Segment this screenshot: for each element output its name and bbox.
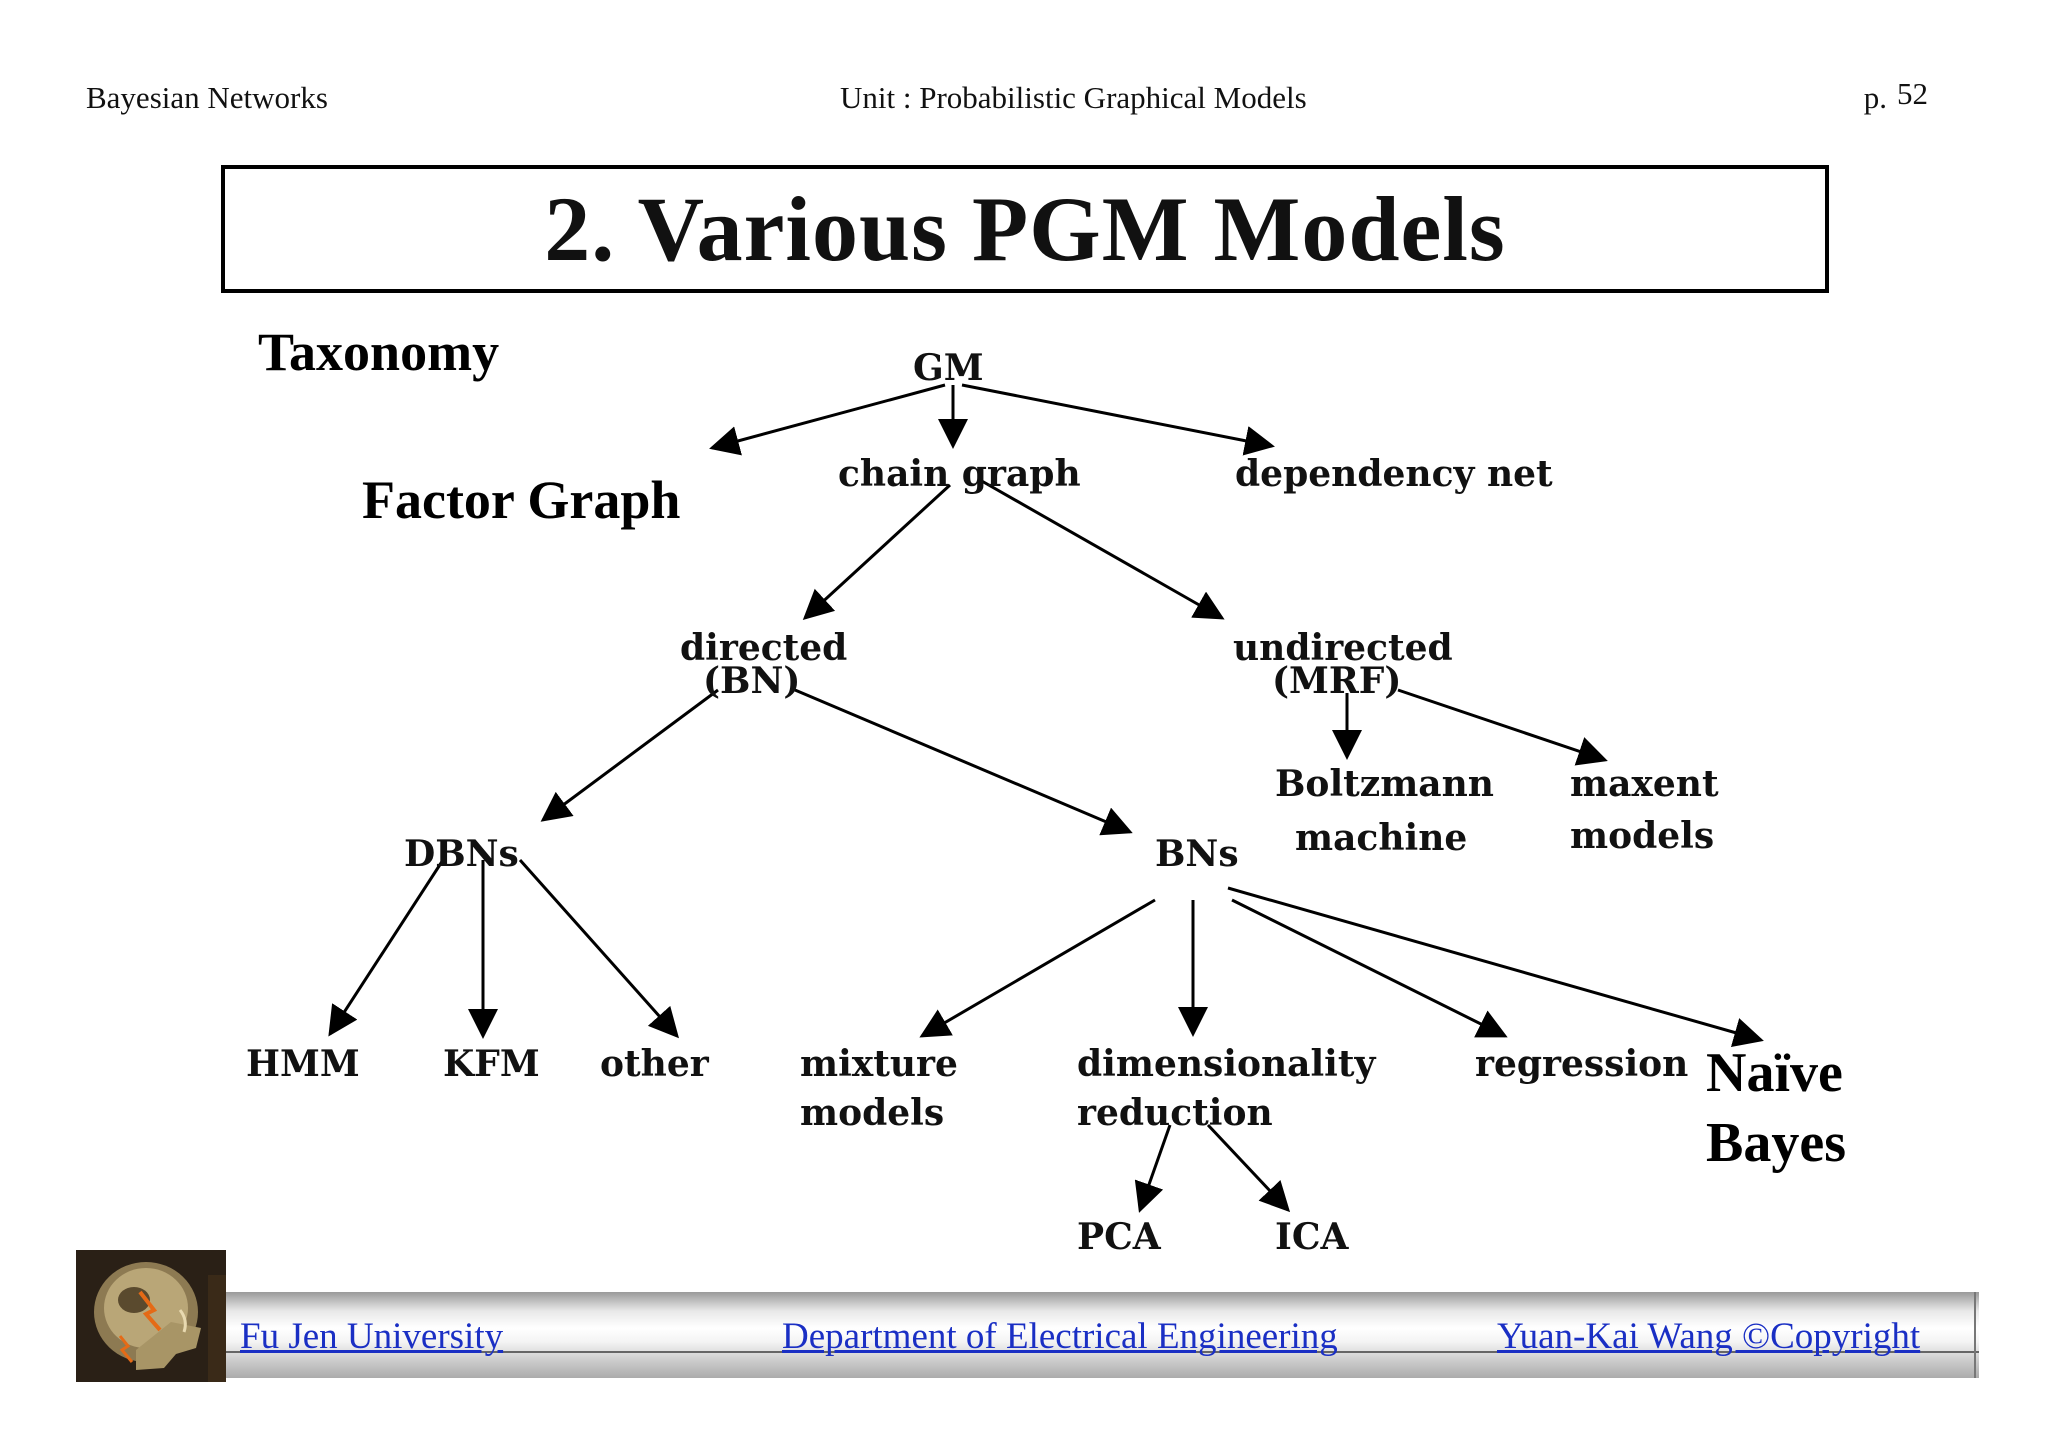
page-prefix: p. [1863, 80, 1887, 115]
node-kfm: KFM [443, 1043, 540, 1085]
node-ica: ICA [1275, 1216, 1349, 1258]
edge-gm-factor-graph [709, 383, 946, 456]
node-gm: GM [913, 347, 984, 389]
node-maxent-line2: models [1570, 815, 1714, 857]
node-other: other [600, 1043, 710, 1085]
node-directed: directed [680, 627, 847, 669]
edge-bns-mixture [919, 898, 1156, 1038]
footer-divider [225, 1351, 1979, 1353]
header-unit-title: Unit : Probabilistic Graphical Models [840, 80, 1307, 115]
edge-chain-directed [802, 483, 952, 621]
node-pca: PCA [1077, 1216, 1162, 1258]
node-dbns: DBNs [404, 833, 519, 875]
node-dimensionality-line2: reduction [1077, 1092, 1273, 1134]
header-page-number: p. 52 [1863, 76, 1928, 116]
node-undirected-mrf: (MRF) [1272, 660, 1401, 702]
node-directed-bn: (BN) [703, 660, 800, 702]
slide-title: 2. Various PGM Models [544, 178, 1506, 280]
node-regression: regression [1475, 1043, 1688, 1085]
edges [328, 383, 1764, 1213]
node-chain-graph: chain graph [838, 453, 1081, 495]
edge-directed-dbns [540, 688, 719, 822]
footer-band [225, 1292, 1979, 1378]
footer-department-link[interactable]: Department of Electrical Engineering [782, 1316, 1338, 1357]
edge-directed-bns [794, 688, 1133, 836]
edge-dim-pca [1134, 1124, 1172, 1213]
node-dimensionality-line1: dimensionality [1077, 1043, 1376, 1085]
page-number: 52 [1897, 76, 1928, 111]
node-hmm: HMM [246, 1043, 360, 1085]
edge-dbns-other [518, 859, 679, 1039]
edge-bns-regression [1231, 898, 1508, 1038]
edge-dim-ica [1206, 1123, 1291, 1213]
node-dependency-net: dependency net [1235, 453, 1553, 495]
bayes-label: Bayes [1706, 1112, 1846, 1174]
skull-logo-icon [76, 1250, 226, 1382]
node-boltzmann-line2: machine [1295, 817, 1467, 859]
node-mixture-line2: models [800, 1092, 944, 1134]
taxonomy-label: Taxonomy [258, 322, 499, 382]
edge-undirected-maxent [1397, 688, 1608, 766]
edge-chain-undirected [979, 478, 1225, 620]
footer-copyright-link[interactable]: Yuan-Kai Wang ©Copyright [1497, 1316, 1921, 1357]
edge-bns-naive-bayes [1227, 886, 1764, 1048]
edge-gm-dependency-net [961, 383, 1275, 456]
node-undirected: undirected [1233, 627, 1453, 669]
node-maxent-line1: maxent [1570, 763, 1719, 805]
footer-university-link[interactable]: Fu Jen University [240, 1316, 504, 1357]
node-bns: BNs [1155, 833, 1239, 875]
node-mixture-line1: mixture [800, 1043, 958, 1085]
edge-dbns-hmm [328, 859, 445, 1037]
footer-edge [1974, 1292, 1976, 1378]
factor-graph-label: Factor Graph [362, 470, 680, 530]
slide-title-box: 2. Various PGM Models [221, 165, 1829, 293]
node-boltzmann-line1: Boltzmann [1275, 763, 1494, 805]
header-course-title: Bayesian Networks [86, 80, 328, 115]
naive-label: Naïve [1706, 1042, 1843, 1104]
